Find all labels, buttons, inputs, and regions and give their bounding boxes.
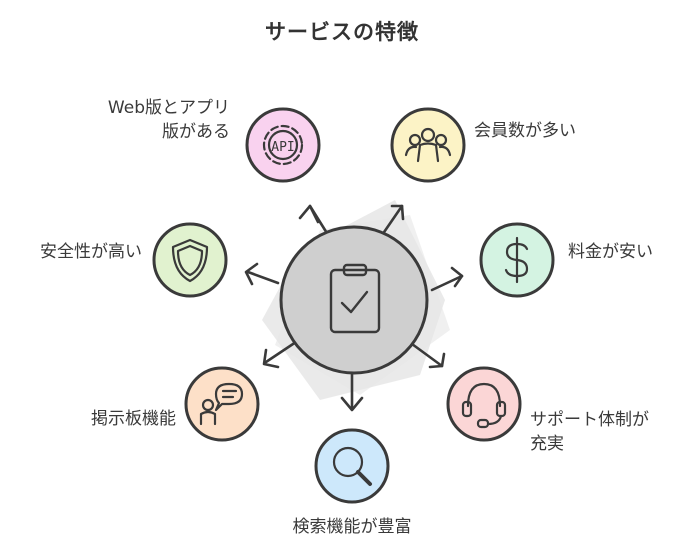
feature-circle bbox=[446, 366, 522, 442]
feature-node-web-app: API bbox=[245, 107, 321, 183]
feature-node-price bbox=[479, 222, 555, 298]
diagram-title: サービスの特徴 bbox=[265, 20, 419, 44]
feature-node-security bbox=[152, 222, 228, 298]
clipboard-check-icon bbox=[329, 263, 381, 334]
person-chat-icon bbox=[199, 382, 244, 426]
svg-text:API: API bbox=[271, 140, 294, 155]
feature-label-members: 会員数が多い bbox=[474, 121, 576, 141]
gear-api-icon: API bbox=[262, 124, 304, 166]
feature-label-web-app: Web版とアプリ版がある bbox=[107, 98, 230, 142]
feature-circle bbox=[390, 107, 466, 183]
dollar-icon bbox=[504, 236, 529, 284]
arrow-to-security bbox=[244, 262, 280, 286]
center-hub bbox=[279, 225, 429, 375]
feature-label-price: 料金が安い bbox=[568, 242, 653, 262]
magnifier-icon bbox=[332, 446, 372, 486]
feature-label-support: サポート体制が充実 bbox=[530, 410, 649, 454]
headset-icon bbox=[461, 382, 507, 429]
feature-circle bbox=[245, 107, 321, 183]
people-group-icon bbox=[404, 127, 452, 163]
feature-circle bbox=[314, 428, 390, 504]
shield-icon bbox=[171, 238, 209, 283]
arrow-to-price bbox=[430, 266, 464, 292]
feature-node-support bbox=[446, 366, 522, 442]
feature-label-bbs: 掲示板機能 bbox=[91, 409, 176, 429]
feature-circle bbox=[152, 222, 228, 298]
feature-label-security: 安全性が高い bbox=[40, 242, 142, 262]
feature-node-members bbox=[390, 107, 466, 183]
arrow-to-search bbox=[340, 370, 364, 412]
arrow-to-support bbox=[410, 342, 446, 369]
feature-node-bbs bbox=[184, 366, 260, 442]
arrow-to-bbs bbox=[262, 340, 298, 369]
feature-node-search bbox=[314, 428, 390, 504]
feature-label-search: 検索機能が豊富 bbox=[292, 517, 412, 537]
